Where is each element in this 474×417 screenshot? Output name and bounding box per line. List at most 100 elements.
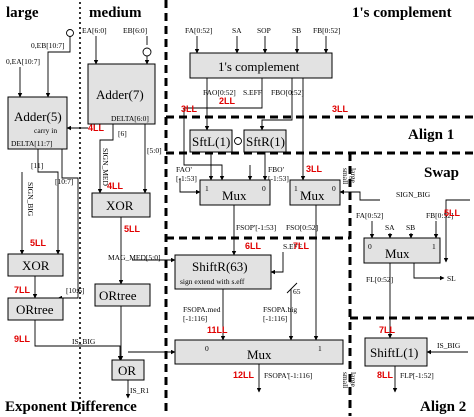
signal-fao-prime-range: [-1:53]	[176, 174, 197, 183]
latency-label: 5LL	[444, 208, 461, 218]
latency-label: 2LL	[219, 96, 236, 106]
signal-fbo-prime: FBO'	[268, 165, 285, 174]
mux-a-label: Mux	[222, 188, 247, 203]
signal-bit11: [11]	[31, 161, 43, 170]
section-title-medium: medium	[89, 5, 142, 21]
mux-c-label: Mux	[385, 246, 410, 261]
signal-fao-prime: FAO'	[176, 165, 192, 174]
latency-label: 11LL	[207, 325, 228, 335]
medium-column: EA[6:0] EB[6:0] Adder(7) DELTA[6:0] [6] …	[66, 26, 176, 399]
section-title-align2: Align 2	[420, 399, 466, 415]
mux-c-in0: 0	[368, 242, 372, 251]
mux-a-in0: 1	[205, 184, 209, 193]
mux-b-label: Mux	[300, 188, 325, 203]
latency-label: 5LL	[124, 224, 141, 234]
signal-delta-big: DELTA[11:7]	[11, 139, 52, 148]
mux-b-in0: 1	[294, 184, 298, 193]
signal-flp: FLP[-1:52]	[400, 371, 434, 380]
signal-fa: FA[0:52]	[185, 26, 212, 35]
mux-a-in1: 0	[262, 184, 266, 193]
inverter-bubble	[66, 29, 74, 37]
latency-label: 7LL	[14, 285, 31, 295]
signal-fso: FSO[0:52]	[286, 223, 318, 232]
signal-eb-med: EB[6:0]	[123, 26, 147, 35]
section-title-large: large	[6, 5, 39, 21]
latency-label: 4LL	[88, 123, 105, 133]
mux-c-block	[363, 237, 441, 264]
signal-large-2: large	[349, 372, 358, 388]
section-title-swap: Swap	[424, 165, 459, 181]
signal-seff: S.EFF	[243, 88, 262, 97]
signal-sl: SL	[447, 274, 456, 283]
ones-complement-block	[189, 52, 333, 79]
signal-delta-med: DELTA[6:0]	[111, 114, 149, 123]
mux-b-block	[289, 179, 341, 206]
signal-sign-big-horizontal: SIGN_BIG	[396, 190, 431, 199]
ones-complement-section: FA[0:52] SA SOP SB FB[0:52] 1's compleme…	[183, 26, 341, 181]
signal-sign-big-vertical: SIGN_BIG	[26, 182, 35, 217]
mux-main-in1: 1	[318, 344, 322, 353]
signal-sb: SB	[292, 26, 301, 35]
signal-large: large	[349, 168, 358, 184]
sftl-label: SftL(1)	[192, 134, 230, 149]
latency-labels: 4LL 5LL 4LL 5LL 7LL 9LL 3LL 2LL 3LL 3LL …	[14, 96, 461, 380]
signal-fb2: FB[0:52]	[426, 211, 454, 220]
align1-section: SftL(1) SftR(1) FAO' [-1:53] FBO' [-1:53…	[176, 129, 289, 183]
signal-fl: FL[0:52]	[366, 275, 393, 284]
signal-ea-large: 0,EA[10:7]	[6, 57, 40, 66]
shiftl-label: ShiftL(1)	[370, 345, 418, 360]
ortree-big-block	[7, 297, 64, 321]
signal-sb2: SB	[406, 223, 415, 232]
sftr-label: SftR(1)	[246, 134, 285, 149]
shiftl-block	[364, 337, 428, 367]
signal-mag-med: MAG_MED[5:0]	[108, 253, 161, 262]
main-mux-section: 0 1 Mux FSOPA'[-1:116]	[128, 339, 344, 393]
signal-sop: SOP	[257, 26, 271, 35]
mux-a-block	[199, 179, 271, 206]
signal-fsopa-out: FSOPA'[-1:116]	[264, 371, 312, 380]
large-column: 0,EB[10:7] 0,EA[10:7] Adder(5) carry in …	[6, 29, 123, 361]
mux-main-label: Mux	[247, 347, 272, 362]
ones-complement-label: 1's complement	[218, 59, 300, 74]
latency-label: 4LL	[107, 181, 124, 191]
latency-label: 3LL	[332, 104, 349, 114]
latency-label: 5LL	[30, 238, 47, 248]
adder5-block	[7, 96, 68, 150]
adder5-label: Adder(5)	[14, 109, 62, 124]
inverter-bubble-med	[142, 47, 152, 57]
mux-c-in1: 1	[432, 242, 436, 251]
xor-med-label: XOR	[106, 198, 134, 213]
xor-big-label: XOR	[22, 258, 50, 273]
signal-ea-med: EA[6:0]	[82, 26, 107, 35]
signal-small: small	[341, 168, 350, 184]
latency-label: 9LL	[14, 334, 31, 344]
signal-fsopa-med-range: [-1:116]	[183, 314, 207, 323]
latency-label: 8LL	[377, 370, 394, 380]
latency-label: 3LL	[306, 164, 323, 174]
mux-b-in1: 0	[332, 184, 336, 193]
latency-label: 6LL	[245, 241, 262, 251]
ortree-big-label: ORtree	[16, 302, 54, 317]
shiftr63-label: ShiftR(63)	[192, 259, 248, 274]
section-title-align1: Align 1	[408, 127, 454, 143]
inverter-bubble-align	[234, 137, 242, 145]
signal-fbo: FBO[0:52]	[271, 88, 304, 97]
signal-sign-med-vertical: SIGN_MED	[101, 148, 110, 187]
latency-label: 12LL	[233, 370, 255, 380]
latency-label: 7LL	[293, 241, 310, 251]
shiftr63-block	[174, 254, 272, 290]
xor-big-block	[7, 253, 64, 277]
signal-fb: FB[0:52]	[313, 26, 341, 35]
align2-section: ShiftL(1) IS_BIG FLP[-1:52] large small	[341, 337, 468, 393]
swap-section: 1 0 Mux 1 0 Mux FSOP'[-1:53] FSO[0:52] l…	[179, 168, 470, 341]
signal-bits-10-7: [10:7]	[55, 177, 73, 186]
latency-label: 7LL	[379, 325, 396, 335]
carry-in-label: carry in	[34, 126, 57, 135]
signal-bits-5-0: [5:0]	[147, 146, 162, 155]
section-separators	[79, 0, 474, 416]
signal-bit6: [6]	[118, 129, 127, 138]
signal-fsopa-big-range: [-1:116]	[263, 314, 287, 323]
signal-fa2: FA[0:52]	[356, 211, 383, 220]
shiftr-section: ShiftR(63) sign extend with s.eff S.EFF …	[174, 242, 302, 341]
